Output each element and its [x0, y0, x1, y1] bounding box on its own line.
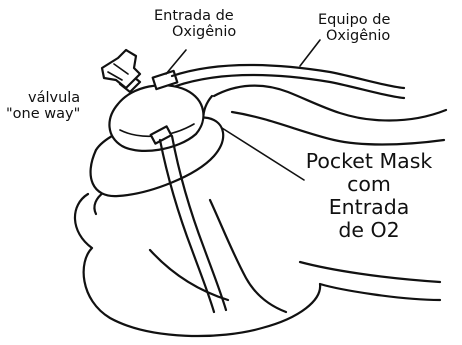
label-oxygen-tubing-line1: Equipo de — [318, 12, 390, 28]
label-oxygen-inlet-line2: Oxigênio — [154, 24, 236, 40]
neck-line — [300, 262, 440, 282]
label-one-way-valve-line1: válvula — [6, 90, 80, 106]
label-pocket-mask-line1: Pocket Mask — [292, 150, 446, 173]
leader-oxygen-inlet — [166, 50, 186, 74]
leader-oxygen-tubing — [300, 40, 320, 66]
label-pocket-mask-line3: Entrada — [292, 196, 446, 219]
one-way-valve — [102, 50, 140, 92]
label-oxygen-tubing-line2: Oxigênio — [318, 28, 390, 44]
oxygen-tube-lower — [176, 75, 404, 98]
label-pocket-mask-line2: com — [292, 173, 446, 196]
forehead-line-2 — [232, 112, 444, 145]
label-oxygen-tubing: Equipo de Oxigênio — [318, 12, 390, 44]
label-pocket-mask-line4: de O2 — [292, 219, 446, 242]
chin-line — [150, 250, 228, 300]
label-oxygen-inlet-line1: Entrada de — [154, 8, 236, 24]
label-one-way-valve-line2: "one way" — [6, 106, 80, 122]
label-pocket-mask: Pocket Mask com Entrada de O2 — [292, 150, 446, 242]
label-one-way-valve: válvula "one way" — [6, 90, 80, 122]
pocket-mask — [91, 85, 226, 312]
label-oxygen-inlet: Entrada de Oxigênio — [154, 8, 236, 40]
